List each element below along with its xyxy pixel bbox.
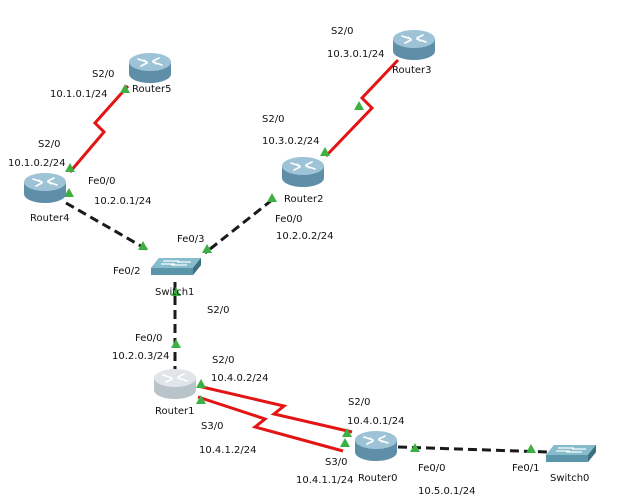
serial-link-router3-router2 — [324, 58, 400, 158]
switch-icon — [545, 444, 597, 463]
serial-link-router1-router0-s3 — [197, 395, 344, 453]
switch1-label: Switch1 — [155, 287, 194, 298]
interface-label: S2/0 — [262, 114, 284, 125]
ip-label: 10.1.0.1/24 — [50, 89, 107, 100]
ip-label: 10.4.1.1/24 — [296, 475, 353, 486]
ip-label: 10.1.0.2/24 — [8, 158, 65, 169]
ethernet-link-router0-switch0 — [397, 445, 549, 454]
port-up-icon — [354, 101, 364, 110]
router-icon — [392, 29, 436, 61]
links — [65, 58, 549, 454]
port-up-icon — [410, 443, 420, 452]
port-up-icon — [120, 84, 130, 93]
port-up-icon — [320, 147, 330, 156]
interface-label: S3/0 — [201, 421, 223, 432]
router3[interactable]: Router3 — [392, 29, 436, 76]
port-up-icon — [196, 395, 206, 404]
port-up-icon — [202, 244, 212, 253]
serial-link-router5-router4 — [68, 85, 130, 173]
ethernet-link-router2-switch1 — [204, 198, 273, 255]
ip-label: 10.2.0.3/24 — [112, 351, 169, 362]
interface-label: S2/0 — [92, 69, 114, 80]
interface-label: Fe0/3 — [177, 234, 204, 245]
ip-label: 10.3.0.1/24 — [327, 49, 384, 60]
interface-label: Fe0/0 — [418, 463, 445, 474]
router5-label: Router5 — [132, 84, 172, 95]
router4-label: Router4 — [30, 213, 70, 224]
port-up-icon — [65, 163, 75, 172]
router-icon — [281, 156, 325, 188]
ip-label: 10.5.0.1/24 — [418, 486, 475, 497]
interface-label: S2/0 — [207, 305, 229, 316]
port-up-icon — [171, 339, 181, 348]
ethernet-link-router4-switch1 — [65, 201, 149, 252]
port-up-icon — [196, 379, 206, 388]
router-icon — [128, 52, 172, 84]
router1[interactable]: Router1 — [154, 369, 196, 417]
ip-label: 10.2.0.1/24 — [94, 196, 151, 207]
interface-label: Fe0/0 — [135, 333, 162, 344]
devices: Router5 Router3 Router2 Router4 Switch1 … — [23, 29, 597, 484]
interface-label: S2/0 — [331, 26, 353, 37]
ip-label: 10.4.1.2/24 — [199, 445, 256, 456]
switch-icon — [150, 257, 202, 276]
router-icon — [23, 172, 67, 204]
ip-label: 10.3.0.2/24 — [262, 136, 319, 147]
switch1[interactable]: Switch1 — [150, 257, 202, 298]
port-up-icon — [138, 241, 148, 250]
router2-label: Router2 — [284, 194, 324, 205]
router5[interactable]: Router5 — [128, 52, 172, 95]
port-up-icon — [526, 444, 536, 453]
switch0-label: Switch0 — [550, 473, 589, 484]
router0-label: Router0 — [358, 473, 398, 484]
port-up-icon — [342, 428, 352, 437]
interface-label: S2/0 — [212, 355, 234, 366]
port-markers — [64, 84, 536, 453]
port-up-icon — [171, 287, 181, 296]
port-up-icon — [340, 438, 350, 447]
router0[interactable]: Router0 — [354, 430, 398, 484]
serial-link-router1-router0-s2 — [197, 384, 353, 434]
interface-label: Fe0/0 — [88, 176, 115, 187]
router1-label: Router1 — [155, 406, 195, 417]
ip-label: 10.4.0.1/24 — [347, 416, 404, 427]
interface-label: S2/0 — [348, 397, 370, 408]
interface-label: Fe0/0 — [275, 214, 302, 225]
switch0[interactable]: Switch0 — [545, 444, 597, 484]
router-icon — [354, 430, 398, 462]
ip-label: 10.2.0.2/24 — [276, 231, 333, 242]
interface-label: Fe0/2 — [113, 266, 140, 277]
router4[interactable]: Router4 — [23, 172, 70, 224]
port-up-icon — [267, 193, 277, 202]
interface-label: S2/0 — [38, 139, 60, 150]
interface-label: Fe0/1 — [512, 463, 539, 474]
interface-labels: S2/0 10.1.0.1/24 S2/0 10.1.0.2/24 Fe0/0 … — [8, 26, 539, 497]
router3-label: Router3 — [392, 65, 432, 76]
ip-label: 10.4.0.2/24 — [211, 373, 268, 384]
interface-label: S3/0 — [325, 457, 347, 468]
port-up-icon — [64, 188, 74, 197]
router-icon — [154, 369, 196, 399]
router2[interactable]: Router2 — [281, 156, 325, 205]
